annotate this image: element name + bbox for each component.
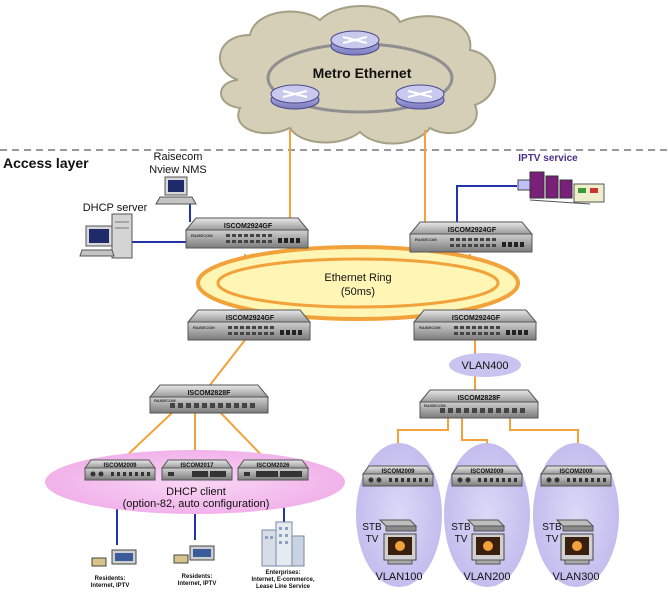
router-icon [395, 84, 445, 110]
switch-icon: ISCOM2009 [362, 465, 434, 487]
brand-label: RAISECOM [191, 233, 213, 238]
residents-services: Internet, IPTV [91, 583, 130, 589]
vlan400-label: VLAN400 [461, 360, 508, 372]
switch-icon: ISCOM2828F RAISECOM [148, 384, 270, 414]
switch-icon: ISCOM2026 [237, 459, 309, 481]
vlan100-zone [356, 443, 442, 587]
switch-icon: ISCOM2017 [161, 459, 233, 481]
nms-sublabel: Nview NMS [149, 164, 206, 176]
enterprise-building-icon [261, 521, 305, 567]
switch-icon: ISCOM2924GF RAISECOM [408, 221, 534, 253]
switch-label: ISCOM2017 [180, 463, 214, 469]
brand-label: RAISECOM [193, 325, 215, 330]
switch-icon: ISCOM2009 [540, 465, 612, 487]
ring-label: Ethernet Ring [324, 272, 391, 284]
stb-label: STB [542, 522, 562, 533]
ethernet-ring: Ethernet Ring (50ms) [196, 245, 520, 321]
cloud-label: Metro Ethernet [313, 65, 412, 81]
switch-label: ISCOM2828F [188, 390, 232, 397]
router-icon [270, 84, 320, 110]
switch-label: ISCOM2009 [381, 469, 415, 475]
switch-label: ISCOM2924GF [452, 315, 501, 322]
residents-label: Residents: [182, 574, 213, 580]
stb-tv-group-vlan200: STB TV VLAN200 [451, 519, 511, 583]
vlan-label: VLAN200 [463, 571, 510, 583]
switch-label: ISCOM2828F [458, 395, 502, 402]
vlan-label: VLAN300 [552, 571, 599, 583]
dhcp-client-note: (option-82, auto configuration) [123, 498, 270, 510]
switch-label: ISCOM2924GF [226, 315, 275, 322]
stb-label: STB [362, 522, 382, 533]
switch-icon: ISCOM2828F RAISECOM [418, 389, 540, 419]
tv-label: TV [455, 534, 468, 545]
enterprises-services-line3: Lease Line Service [256, 584, 311, 590]
vlan-label: VLAN100 [375, 571, 422, 583]
vlan400-bubble: VLAN400 [449, 353, 521, 377]
iptv-servers-icon [517, 171, 605, 205]
layer-label: Access layer [3, 155, 89, 171]
dhcp-server-label: DHCP server [83, 202, 148, 214]
vlan300-zone [533, 443, 619, 587]
switch-label: ISCOM2924GF [224, 223, 273, 230]
stb-tv-group-vlan100: STB TV VLAN100 [362, 519, 423, 583]
brand-label: RAISECOM [415, 237, 437, 242]
stb-tv-group-vlan300: STB TV VLAN300 [542, 519, 600, 583]
switch-icon: ISCOM2009 [451, 465, 523, 487]
enterprises-label: Enterprises: [265, 570, 300, 576]
switch-label: ISCOM2026 [256, 463, 290, 469]
stb-label: STB [451, 522, 471, 533]
vlan200-zone [444, 443, 530, 587]
residents-home-icon [0, 539, 215, 564]
metro-ethernet-cloud: Metro Ethernet [218, 4, 497, 145]
switch-label: ISCOM2009 [470, 469, 504, 475]
switch-label: ISCOM2009 [559, 469, 593, 475]
brand-label: RAISECOM [419, 325, 441, 330]
nms-label: Raisecom [154, 151, 203, 163]
ring-latency: (50ms) [341, 286, 375, 298]
residents-label: Residents: [95, 576, 126, 582]
brand-label: RAISECOM [154, 398, 176, 403]
switch-label: ISCOM2924GF [448, 227, 497, 234]
switch-label: ISCOM2009 [103, 463, 137, 469]
enterprises-services: Internet, E-commerce, [251, 577, 314, 583]
tv-label: TV [546, 534, 559, 545]
dhcp-server-icon [79, 213, 133, 259]
switch-icon: ISCOM2924GF RAISECOM [184, 217, 310, 249]
residents-services: Internet, IPTV [178, 581, 217, 587]
tv-label: TV [366, 534, 379, 545]
switch-icon: ISCOM2924GF RAISECOM [186, 309, 312, 341]
switch-icon: ISCOM2924GF RAISECOM [412, 309, 538, 341]
iptv-label: IPTV service [518, 153, 578, 164]
dhcp-client-label: DHCP client [166, 486, 226, 498]
residents-home-icon [91, 549, 137, 567]
nms-workstation-icon [155, 176, 197, 205]
brand-label: RAISECOM [424, 403, 446, 408]
router-icon [330, 30, 380, 56]
switch-icon: ISCOM2009 [84, 459, 156, 481]
